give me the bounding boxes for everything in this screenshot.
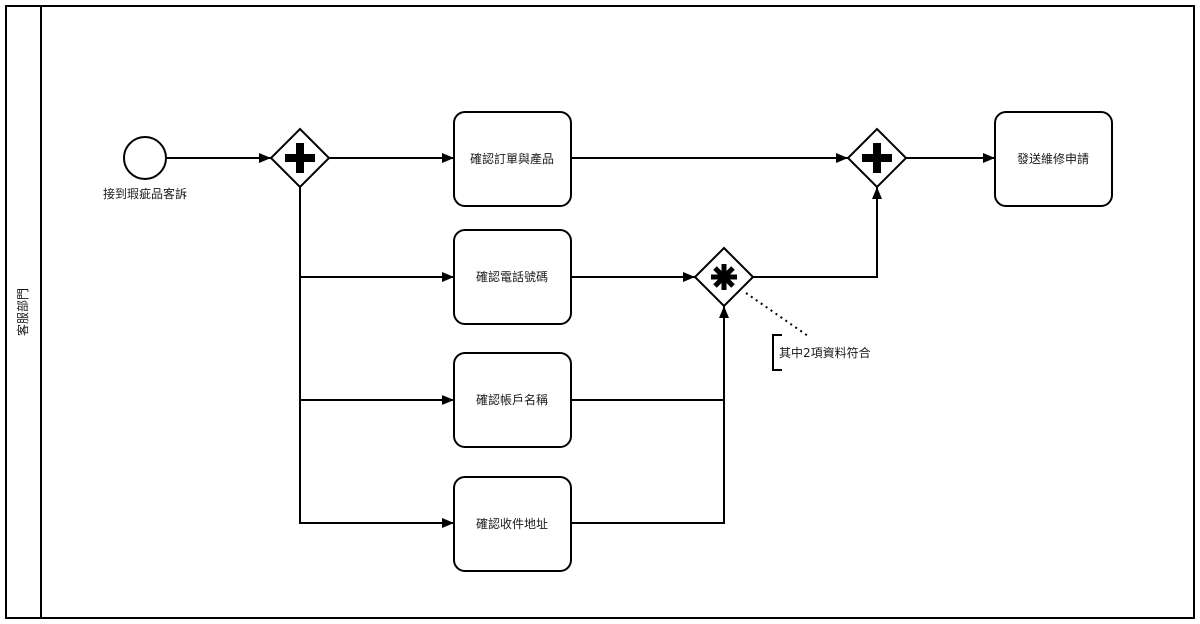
task-confirm-order[interactable]: 確認訂單與產品 xyxy=(453,111,572,207)
flow-complex-to-join[interactable] xyxy=(753,187,882,278)
task-box xyxy=(453,111,572,207)
parallel-gateway-split[interactable] xyxy=(269,127,331,189)
task-box xyxy=(453,229,572,325)
annotation-bracket xyxy=(772,334,782,371)
start-event[interactable]: 接到瑕疵品客訴 xyxy=(103,136,187,201)
parallel-gateway-join[interactable] xyxy=(846,127,908,189)
task-box xyxy=(994,111,1113,207)
asterisk-icon xyxy=(711,264,737,290)
task-confirm-address[interactable]: 確認收件地址 xyxy=(453,476,572,572)
task-confirm-account[interactable]: 確認帳戶名稱 xyxy=(453,352,572,448)
annotation-text: 其中2項資料符合 xyxy=(779,345,871,360)
task-label: 發送維修申請 xyxy=(1017,151,1089,166)
task-confirm-phone[interactable]: 確認電話號碼 xyxy=(453,229,572,325)
task-label: 確認收件地址 xyxy=(476,516,548,531)
sequence-flows xyxy=(166,153,995,528)
task-send-repair-request[interactable]: 發送維修申請 xyxy=(994,111,1113,207)
text-annotation[interactable]: 其中2項資料符合 xyxy=(745,292,871,371)
lane-label: 客服部門 xyxy=(15,288,30,336)
plus-icon xyxy=(862,143,892,173)
task-label: 確認帳戶名稱 xyxy=(476,392,548,407)
task-box xyxy=(453,352,572,448)
pool-border xyxy=(5,5,1195,619)
plus-icon xyxy=(285,143,315,173)
start-event-label: 接到瑕疵品客訴 xyxy=(103,186,187,201)
task-box xyxy=(453,476,572,572)
complex-gateway[interactable] xyxy=(693,246,755,308)
pool[interactable]: 客服部門 xyxy=(5,5,1195,619)
task-label: 確認電話號碼 xyxy=(476,269,548,284)
flow-task-4-to-complex[interactable] xyxy=(571,400,725,524)
annotation-association xyxy=(745,292,809,337)
flow-split-to-task-4[interactable] xyxy=(299,400,454,528)
start-event-circle-icon xyxy=(123,136,167,180)
task-label: 確認訂單與產品 xyxy=(470,151,554,166)
